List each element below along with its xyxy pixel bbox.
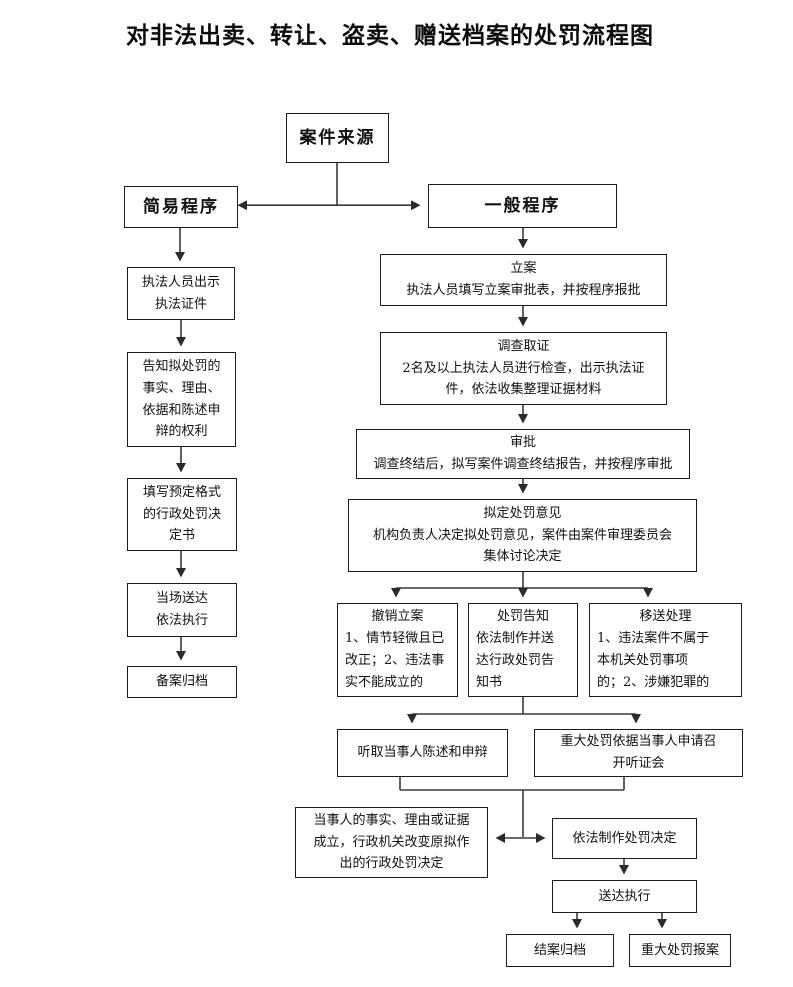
flow-node-hear-statement: 听取当事人陈述和申辩 xyxy=(337,729,508,777)
flow-node-close-archive: 结案归档 xyxy=(506,934,614,967)
node-label: 告知拟处罚的 事实、理由、 依据和陈述申 辩的权利 xyxy=(142,358,221,440)
node-body: 调查终结后，拟写案件调查终结报告，并按程序审批 xyxy=(373,457,673,472)
node-label: 依法制作处罚决定 xyxy=(572,830,677,846)
node-label: 当事人的事实、理由或证据 成立，行政机关改变原拟作 出的行政处罚决定 xyxy=(313,812,470,872)
node-label: 执法人员出示 执法证件 xyxy=(141,274,220,312)
flow-node-fill-decision-form: 填写预定格式 的行政处罚决 定书 xyxy=(127,478,237,551)
flow-node-withdraw-case: 撤销立案 1、情节轻微且已 改正；2、违法事 实不能成立的 xyxy=(337,603,458,697)
flow-node-make-penalty-decision: 依法制作处罚决定 xyxy=(552,818,697,859)
flow-node-draft-penalty-opinion: 拟定处罚意见 机构负责人决定拟处罚意见，案件由案件审理委员会 集体讨论决定 xyxy=(348,499,697,572)
flow-node-onsite-delivery: 当场送达 依法执行 xyxy=(127,583,237,637)
flow-node-show-credentials: 执法人员出示 执法证件 xyxy=(127,267,235,320)
node-label: 案件来源 xyxy=(299,127,376,148)
node-label: 听取当事人陈述和申辩 xyxy=(357,745,488,761)
node-title: 处罚告知 xyxy=(496,609,549,625)
node-body: 机构负责人决定拟处罚意见，案件由案件审理委员会 集体讨论决定 xyxy=(372,527,672,565)
flow-node-general-procedure: 一般程序 xyxy=(428,184,617,228)
node-title: 审批 xyxy=(509,435,536,451)
node-label: 结案归档 xyxy=(533,942,586,958)
node-label: 重大处罚依据当事人申请召 开听证会 xyxy=(560,734,717,771)
node-label: 简易程序 xyxy=(143,196,219,217)
connector-notice-split xyxy=(412,697,636,715)
node-body: 1、情节轻微且已 改正；2、违法事 实不能成立的 xyxy=(345,631,445,690)
flow-node-penalty-notice: 处罚告知 依法制作并送 达行政处罚告 知书 xyxy=(468,603,578,697)
node-label: 填写预定格式 的行政处罚决 定书 xyxy=(142,484,221,544)
flow-node-inform-rights: 告知拟处罚的 事实、理由、 依据和陈述申 辩的权利 xyxy=(127,352,236,447)
node-title: 拟定处罚意见 xyxy=(483,505,562,521)
node-title: 调查取证 xyxy=(497,338,550,354)
node-body: 2名及以上执法人员进行检查，出示执法证 件，依法收集整理证据材料 xyxy=(402,360,645,398)
page-title: 对非法出卖、转让、盗卖、赠送档案的处罚流程图 xyxy=(126,22,654,49)
flow-node-investigation: 调查取证 2名及以上执法人员进行检查，出示执法证 件，依法收集整理证据材料 xyxy=(380,332,667,405)
flow-node-deliver-execute: 送达执行 xyxy=(552,880,697,913)
node-label: 备案归档 xyxy=(155,674,208,690)
flow-node-major-penalty-report: 重大处罚报案 xyxy=(629,934,731,967)
flow-node-transfer-case: 移送处理 1、违法案件不属于 本机关处罚事项 的；2、涉嫌犯罪的 xyxy=(589,603,742,697)
node-title: 撤销立案 xyxy=(371,609,424,625)
node-body: 执法人员填写立案审批表，并按程序报批 xyxy=(406,283,641,298)
connector-opinion-split xyxy=(396,572,648,589)
flow-node-case-filing: 立案 执法人员填写立案审批表，并按程序报批 xyxy=(380,254,667,306)
node-body: 依法制作并送 达行政处罚告 知书 xyxy=(476,631,555,690)
flow-node-change-decision: 当事人的事实、理由或证据 成立，行政机关改变原拟作 出的行政处罚决定 xyxy=(295,807,488,878)
node-title: 移送处理 xyxy=(639,609,692,625)
node-label: 当场送达 依法执行 xyxy=(155,591,208,628)
node-body: 1、违法案件不属于 本机关处罚事项 的；2、涉嫌犯罪的 xyxy=(597,631,710,690)
node-label: 重大处罚报案 xyxy=(640,942,719,958)
flow-node-case-source: 案件来源 xyxy=(286,113,389,163)
node-title: 立案 xyxy=(510,261,537,277)
node-label: 一般程序 xyxy=(484,195,561,216)
flow-node-major-penalty-hearing: 重大处罚依据当事人申请召 开听证会 xyxy=(534,729,743,777)
node-label: 送达执行 xyxy=(598,888,651,904)
flow-node-record-filing: 备案归档 xyxy=(127,666,237,698)
flow-node-simple-procedure: 简易程序 xyxy=(124,186,238,228)
flow-node-approval: 审批 调查终结后，拟写案件调查终结报告，并按程序审批 xyxy=(356,429,690,479)
